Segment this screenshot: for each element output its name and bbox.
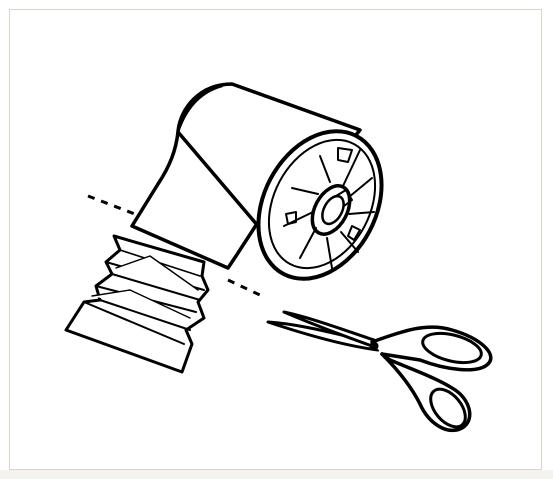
crumpled-ribbon [66, 236, 208, 372]
scissors [268, 312, 491, 433]
